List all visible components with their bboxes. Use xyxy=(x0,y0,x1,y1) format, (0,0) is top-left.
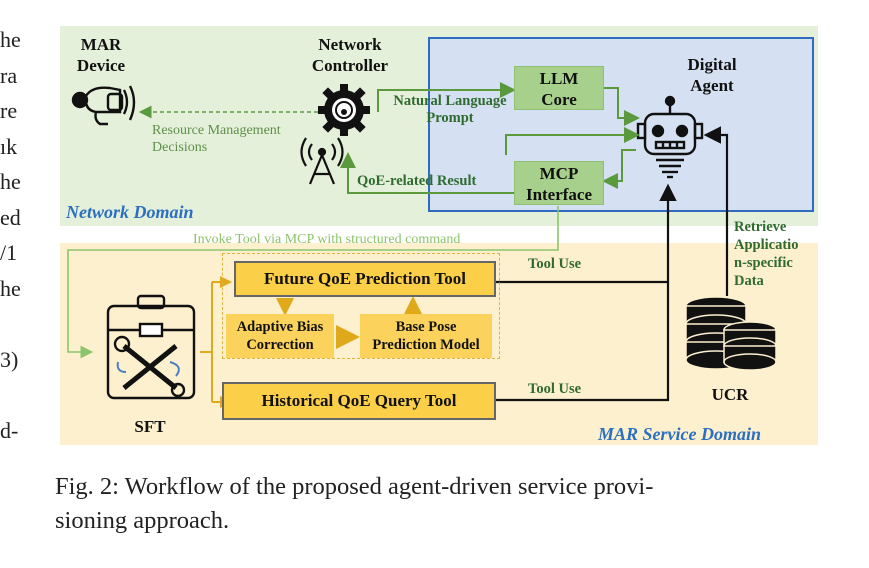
margin-line: ık xyxy=(0,133,18,159)
margin-line: /1 xyxy=(0,240,18,265)
mar-service-domain-label: MAR Service Domain xyxy=(598,424,762,444)
sft-label: SFT xyxy=(134,417,166,436)
ucr-label: UCR xyxy=(711,385,749,404)
digital-agent-label: Digital Agent xyxy=(687,55,737,95)
network-domain-label: Network Domain xyxy=(66,202,194,222)
left-margin-text: he ra re ık he ed /1 he 3) d- xyxy=(0,22,21,448)
base-pose-box: Base Pose Prediction Model xyxy=(360,314,492,358)
margin-line: he xyxy=(0,169,21,194)
margin-line: ed xyxy=(0,204,21,230)
network-controller-label: Network Controller xyxy=(311,35,389,75)
tool-use-label-2: Tool Use xyxy=(528,381,582,397)
vr-headset-icon xyxy=(71,85,136,126)
mar-device-label: MAR Device xyxy=(76,35,126,75)
qoe-result-label: QoE-related Result xyxy=(357,173,477,189)
llm-core-box: LLM Core xyxy=(514,66,604,110)
future-qoe-tool-box: Future QoE Prediction Tool xyxy=(234,261,496,297)
resource-management-label: Resource Management Decisions xyxy=(152,123,281,155)
database-icon xyxy=(685,296,777,371)
robot-icon xyxy=(636,95,704,179)
future-qoe-tool-group xyxy=(222,253,500,359)
gear-icon xyxy=(318,84,370,136)
toolbox-icon xyxy=(106,294,196,400)
retrieve-data-label: Retrieve Applicatio n-specific Data xyxy=(734,219,799,289)
margin-line: re xyxy=(0,98,18,123)
invoke-tool-label: Invoke Tool via MCP with structured comm… xyxy=(193,232,461,247)
caption-line-2: sioning approach. xyxy=(55,507,230,534)
tool-use-label-1: Tool Use xyxy=(528,256,582,272)
mcp-interface-box: MCP Interface xyxy=(514,161,604,205)
adaptive-bias-box: Adaptive Bias Correction xyxy=(226,314,334,358)
agent-box xyxy=(428,37,814,212)
margin-line: ra xyxy=(0,62,18,88)
natural-language-prompt-label: Natural Language Prompt xyxy=(393,93,507,126)
caption-line-1: Fig. 2: Workflow of the proposed agent-d… xyxy=(55,473,654,500)
margin-line: 3) xyxy=(0,346,19,372)
figure-caption: Fig. 2: Workflow of the proposed agent-d… xyxy=(55,470,825,538)
margin-line: he xyxy=(0,27,21,52)
margin-line: he xyxy=(0,275,21,301)
historical-qoe-tool-box: Historical QoE Query Tool xyxy=(222,382,496,420)
margin-line: d- xyxy=(0,417,19,443)
